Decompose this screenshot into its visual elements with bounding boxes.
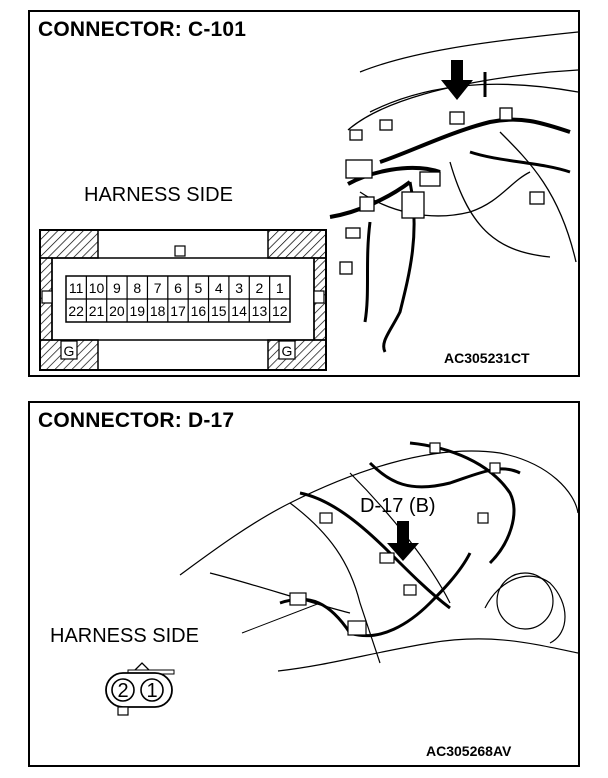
image-code: AC305268AV: [426, 743, 512, 759]
pin-label: 9: [113, 280, 121, 296]
pin-label: 8: [133, 280, 141, 296]
pin-label: 17: [170, 303, 186, 319]
pin-label: 16: [191, 303, 207, 319]
location-arrow: [441, 60, 473, 100]
pin-label: 7: [154, 280, 162, 296]
connector-c101-panel: CONNECTOR: C-101 HARNESS SIDE AC305231CT…: [28, 10, 580, 377]
connector-d17-illustration: 2 1: [105, 441, 579, 716]
ground-mark-left: G: [64, 343, 75, 359]
pin-label: 5: [194, 280, 202, 296]
pin-label: 13: [252, 303, 268, 319]
pin-label: 15: [211, 303, 227, 319]
pin-2: 2: [117, 680, 128, 702]
pin-label: 10: [89, 280, 105, 296]
location-arrow: [387, 521, 419, 561]
pin-label: 2: [256, 280, 264, 296]
panel-title: CONNECTOR: C-101: [38, 18, 247, 41]
connector-d17-face: 2 1: [105, 662, 175, 716]
pin-label: 14: [231, 303, 247, 319]
pin-label: 11: [69, 280, 84, 296]
pin-label: 6: [174, 280, 182, 296]
harness-side-label: HARNESS SIDE: [84, 184, 233, 206]
pin-label: 1: [276, 280, 284, 296]
pin-1: 1: [146, 680, 157, 702]
pin-label: 22: [68, 303, 84, 319]
harness-side-label: HARNESS SIDE: [50, 625, 199, 647]
image-code: AC305231CT: [444, 350, 530, 366]
panel-title: CONNECTOR: D-17: [38, 409, 235, 432]
dashboard-harness-sketch: [329, 31, 579, 353]
pin-label: 18: [150, 303, 166, 319]
pin-label: 4: [215, 280, 223, 296]
pin-label: 12: [272, 303, 288, 319]
connector-d17-panel: CONNECTOR: D-17 D-17 (B) HARNESS SIDE AC…: [28, 401, 580, 767]
ground-mark-right: G: [282, 343, 293, 359]
location-callout: D-17 (B): [360, 495, 436, 517]
pin-label: 19: [129, 303, 145, 319]
pin-label: 20: [109, 303, 125, 319]
pin-label: 3: [235, 280, 243, 296]
pin-label: 21: [89, 303, 105, 319]
vehicle-harness-sketch: [179, 441, 579, 672]
